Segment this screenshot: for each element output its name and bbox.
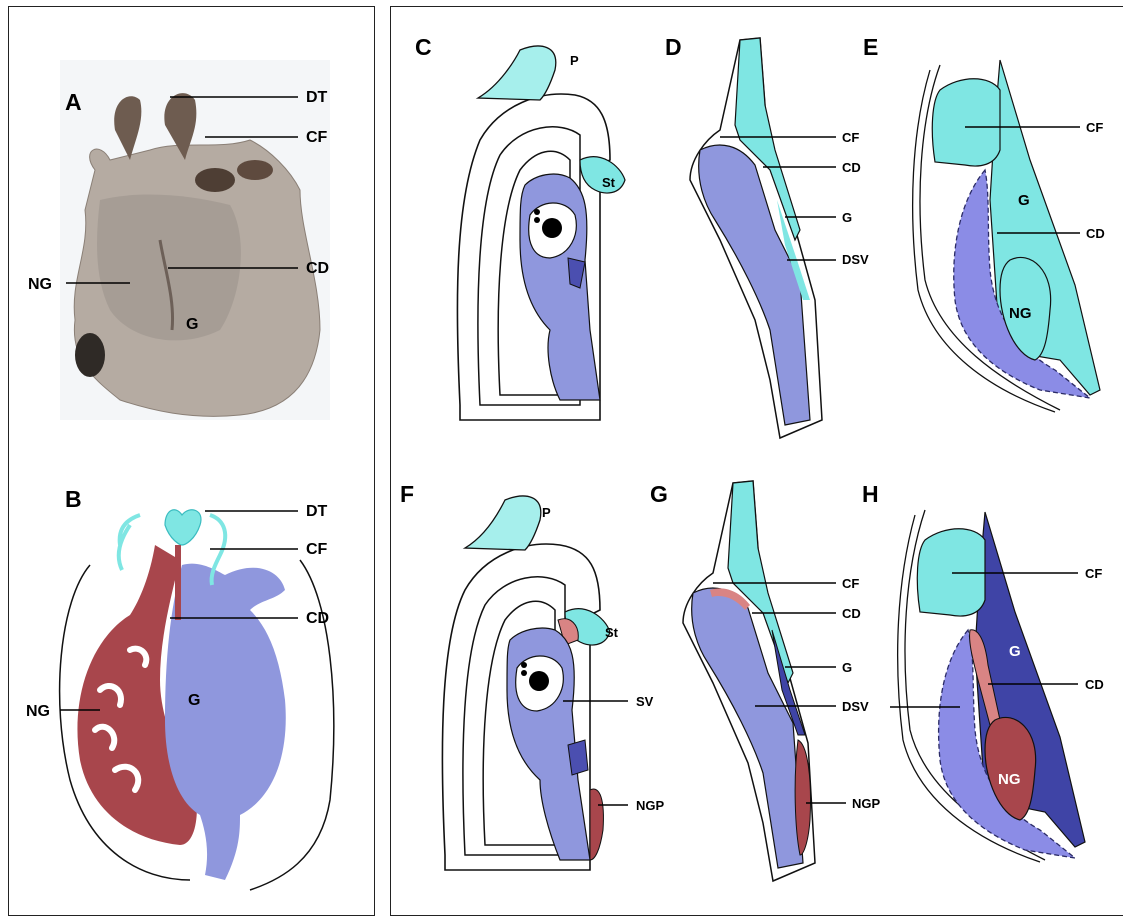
- callout-label: NGP: [636, 798, 665, 813]
- callout-label: NG: [26, 703, 50, 720]
- panel-label: H: [862, 481, 879, 507]
- callout-label: CD: [1086, 226, 1105, 241]
- socket-dot: [529, 671, 549, 691]
- callout-label: CD: [306, 260, 329, 277]
- callout-label: NG: [998, 771, 1021, 788]
- micrograph-dark-tissue: [195, 168, 235, 192]
- callout-label: G: [188, 692, 200, 709]
- dentine-tube-dt: [165, 510, 201, 545]
- panel-h: H CF G CD NG: [862, 481, 1104, 862]
- socket-dot: [534, 209, 540, 215]
- panel-d: D CF CD G DSV: [665, 34, 869, 438]
- micrograph-dark-tissue: [237, 160, 273, 180]
- gland-dsv: [699, 145, 810, 425]
- navy-patch: [568, 740, 588, 775]
- panel-f: F P St SV NGP: [400, 481, 665, 870]
- panel-a: A DT CF CD NG G: [28, 60, 330, 420]
- socket-dot: [542, 218, 562, 238]
- chela-finger-cf: [119, 515, 140, 570]
- socket-dot: [521, 662, 527, 668]
- gland-dsv: [692, 588, 803, 868]
- panel-label: F: [400, 481, 414, 507]
- callout-label: G: [842, 210, 852, 225]
- panel-e: E CF G CD NG: [863, 34, 1105, 412]
- callout-label: NGP: [852, 796, 881, 811]
- callout-label: DT: [306, 503, 328, 520]
- callout-label: DT: [306, 89, 328, 106]
- micrograph-dark-fragment: [75, 333, 105, 377]
- callout-label: St: [605, 625, 619, 640]
- callout-label: CD: [1085, 677, 1104, 692]
- callout-label: CD: [842, 606, 861, 621]
- callout-label: CF: [1085, 566, 1102, 581]
- panel-label: G: [650, 481, 668, 507]
- callout-label: P: [570, 53, 579, 68]
- callout-label: CD: [842, 160, 861, 175]
- panel-b: B DT CF CD NG G: [26, 486, 334, 890]
- callout-label: CF: [1086, 120, 1103, 135]
- callout-label: CD: [306, 610, 329, 627]
- chela-finger-cf: [932, 79, 1000, 166]
- socket-dot: [534, 217, 540, 223]
- panel-label: D: [665, 34, 682, 60]
- callout-label: DSV: [842, 699, 869, 714]
- callout-label: G: [186, 316, 198, 333]
- callout-label: CF: [842, 130, 859, 145]
- callout-label: CF: [306, 541, 328, 558]
- panel-label: A: [65, 89, 82, 115]
- callout-label: NG: [1009, 305, 1032, 322]
- panel-label: C: [415, 34, 432, 60]
- callout-label: SV: [636, 694, 654, 709]
- panel-label: E: [863, 34, 878, 60]
- callout-label: P: [542, 505, 551, 520]
- callout-label: CF: [306, 129, 328, 146]
- fang-p: [478, 46, 556, 100]
- callout-label: CF: [842, 576, 859, 591]
- callout-label: St: [602, 175, 616, 190]
- panel-label: B: [65, 486, 82, 512]
- panel-c: C P St: [415, 34, 625, 420]
- callout-label: G: [1018, 192, 1030, 209]
- non-gland-ngp: [590, 789, 603, 860]
- callout-label: G: [1009, 643, 1021, 660]
- fang-p: [465, 496, 541, 550]
- callout-label: G: [842, 660, 852, 675]
- callout-label: DSV: [842, 252, 869, 267]
- panel-g: G CF CD G DSV NGP: [650, 481, 881, 881]
- callout-label: NG: [28, 276, 52, 293]
- socket-dot: [521, 670, 527, 676]
